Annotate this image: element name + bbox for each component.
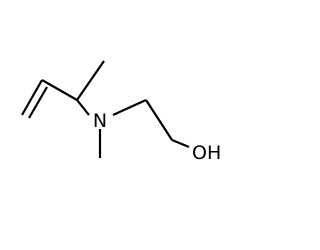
bond-methine-to-nitrogen [76,99,90,116]
atom-label-nitrogen: N [93,110,107,132]
bond-ethylene-to-oxygen [171,138,190,149]
bond-vinyl-double-b [28,86,48,119]
structural-formula: N OH [21,60,221,164]
bond-ethylene-chain [145,99,173,141]
bond-methine-to-methyl [76,60,105,101]
bond-vinyl-double-a [21,79,43,116]
atom-label-hydroxyl: OH [192,142,221,164]
bond-nitrogen-to-ethylene [112,98,147,117]
bond-vinyl-to-methine [41,79,78,101]
